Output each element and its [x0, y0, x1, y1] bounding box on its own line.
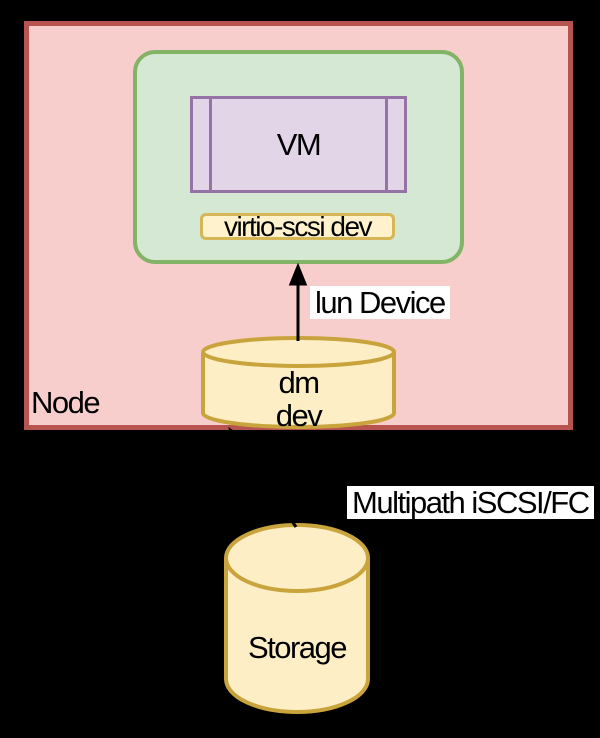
storage-cylinder-body	[224, 523, 370, 714]
multipath-arrow	[228, 426, 298, 528]
virtio-scsi-label: virtio-scsi dev	[223, 211, 373, 242]
node-label: Node	[31, 385, 101, 420]
lun-device-edge-label: lun Device	[310, 286, 450, 319]
storage-cylinder-top-face	[224, 557, 370, 593]
virtio-scsi-box: virtio-scsi dev	[200, 211, 395, 242]
vm-box: VM	[190, 96, 407, 193]
vm-process-bar-right	[385, 99, 388, 190]
multipath-edge-label: Multipath iSCSI/FC	[347, 486, 594, 519]
dm-cylinder-label: dm dev	[203, 366, 394, 432]
storage-cylinder	[224, 523, 370, 714]
dm-label-line1: dm	[278, 365, 320, 400]
storage-cylinder-label: Storage	[247, 630, 348, 665]
multipath-arrow-line	[237, 442, 298, 528]
vm-label: VM	[276, 126, 322, 162]
vm-process-bar-left	[209, 99, 212, 190]
dm-label-line2: dev	[275, 398, 323, 433]
